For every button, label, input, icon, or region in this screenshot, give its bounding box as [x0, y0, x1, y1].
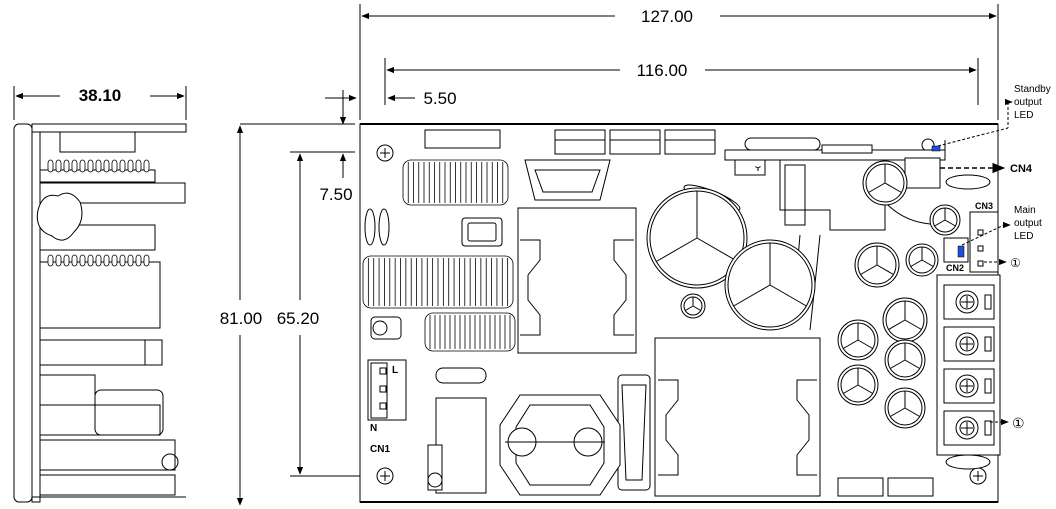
main-led-callout: Main output LED	[1014, 205, 1042, 242]
side-heatsink-lower	[39, 261, 161, 329]
cn2-label: CN2	[946, 263, 964, 273]
dim-hole-spacing-y-label: 65.20	[277, 309, 320, 328]
output-terminal-callout-marker: ①	[1012, 415, 1025, 431]
svg-text:output: output	[1014, 218, 1042, 229]
inductor-coils	[362, 159, 516, 352]
dim-overall-width-label: 127.00	[641, 7, 693, 26]
mounting-hole	[376, 144, 394, 162]
dim-hole-offset-y	[240, 116, 355, 178]
connector-cn1	[370, 362, 388, 419]
dim-side-depth-label: 38.10	[79, 86, 122, 105]
cn1-label: CN1	[370, 444, 390, 455]
side-capacitor	[36, 192, 83, 241]
connector-cn2	[943, 237, 969, 263]
electrolytic-capacitors	[646, 160, 961, 429]
dim-side-depth	[13, 86, 187, 120]
svg-text:LED: LED	[1014, 110, 1033, 121]
callout-lines	[937, 98, 1013, 426]
standby-led-callout: Standby output LED	[1014, 84, 1051, 121]
dim-hole-offset-x-label: 5.50	[423, 89, 456, 108]
output-terminal-block	[936, 274, 1001, 456]
standby-output-led	[931, 145, 941, 152]
cn1-line-label: L	[392, 365, 398, 376]
side-view	[13, 123, 187, 503]
connector-cn3	[969, 211, 999, 273]
main-output-led	[957, 245, 965, 258]
main-led-callout-marker: ①	[1010, 256, 1021, 270]
side-fins-lower	[47, 254, 150, 267]
dim-hole-spacing-x-label: 116.00	[637, 61, 688, 80]
svg-text:output: output	[1014, 97, 1042, 108]
dim-overall-width	[359, 4, 999, 120]
dim-hole-offset-x	[325, 90, 415, 118]
cn3-label: CN3	[975, 201, 993, 211]
dim-overall-height-label: 81.00	[220, 309, 263, 328]
dim-hole-offset-y-label: 7.50	[319, 185, 352, 204]
dim-hole-spacing-x	[384, 58, 979, 105]
svg-text:Main: Main	[1014, 205, 1036, 216]
mounting-hole	[376, 467, 394, 485]
svg-text:Standby: Standby	[1014, 84, 1051, 95]
common-mode-choke	[499, 394, 621, 496]
side-fins-upper	[47, 159, 150, 173]
svg-text:LED: LED	[1014, 231, 1033, 242]
cn1-neutral-label: N	[370, 423, 377, 434]
cn4-label: CN4	[1010, 163, 1033, 175]
